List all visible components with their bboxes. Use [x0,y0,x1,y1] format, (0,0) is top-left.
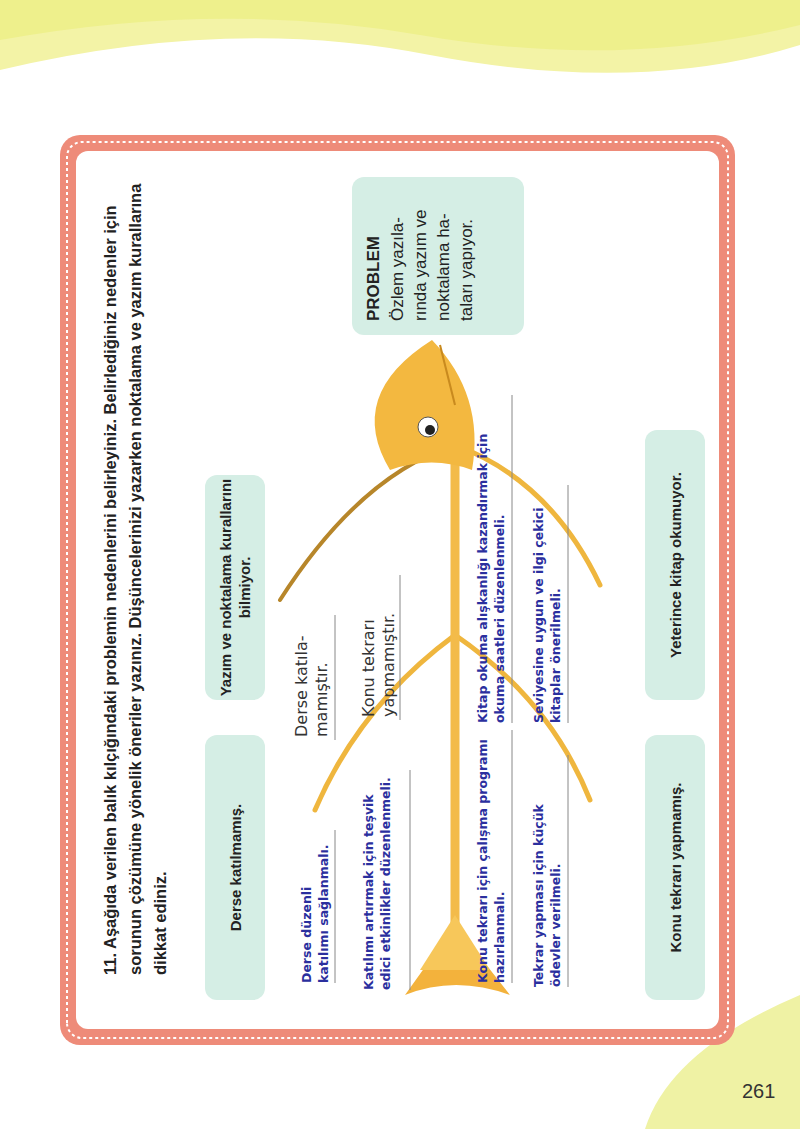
handwritten-answer: Derse katıla- mamıştır. [292,617,332,737]
fish-eye [418,417,438,437]
top-band [0,0,800,73]
frame-outer [60,135,735,1045]
box-text: Yazım ve noktalama kurallarını bilmiyor. [216,475,254,700]
problem-box: PROBLEMÖzlem yazıla- rında yazım ve nokt… [352,177,524,335]
answer-line [400,575,401,720]
fish-pupil [425,425,435,435]
answer-text: Seviyesine uygun ve ilgi çekici kitaplar… [530,488,564,723]
cause-box: Konu tekrarı yapmamış. [645,735,705,1000]
box-heading: PROBLEM [362,236,386,321]
fish-mouth [440,345,455,405]
answer-line [512,730,513,983]
page-number: 261 [742,1080,792,1103]
answer-line [410,770,411,990]
top-band-inner [0,0,800,50]
answer-text: Tekrar yapması için küçük ödevler verilm… [530,757,564,987]
handwritten-answer: Konu tekrarı yapmamıştır. [359,577,399,717]
answer-text: Katılımı artırmak için teşvik edici etki… [360,775,394,990]
box-text: Derse katılmamış. [226,804,245,932]
fish-head [375,340,475,470]
cause-box: Derse katılmamış. [205,735,265,1000]
frame-inner [76,151,719,1029]
box-text: Özlem yazıla- rında yazım ve noktalama h… [386,191,478,321]
answer-line [512,395,513,723]
answer-line [335,615,336,740]
box-text: Konu tekrarı yapmamış. [666,782,685,952]
box-text: Yeterince kitap okumuyor. [666,472,685,658]
rotated-panel: 11. Aşağıda verilen balık kılçığındaki p… [60,135,735,1045]
answer-line [335,830,336,983]
answer-text: Kitap okuma alışkanlığı kazandırmak için… [474,423,508,723]
question-text: 11. Aşağıda verilen balık kılçığındaki p… [98,140,173,975]
fish-spine [451,455,460,950]
answer-text: Derse düzenli katılımı sağlanmalı. [298,833,332,983]
answer-line [568,755,569,987]
answer-line [568,485,569,723]
cause-box: Yeterince kitap okumuyor. [645,430,705,700]
fish-bone [280,445,455,600]
cause-box: Yazım ve noktalama kurallarını bilmiyor. [205,475,265,700]
answer-lines [335,395,568,990]
answer-text: Konu tekrarı için çalışma programı hazır… [474,733,508,983]
